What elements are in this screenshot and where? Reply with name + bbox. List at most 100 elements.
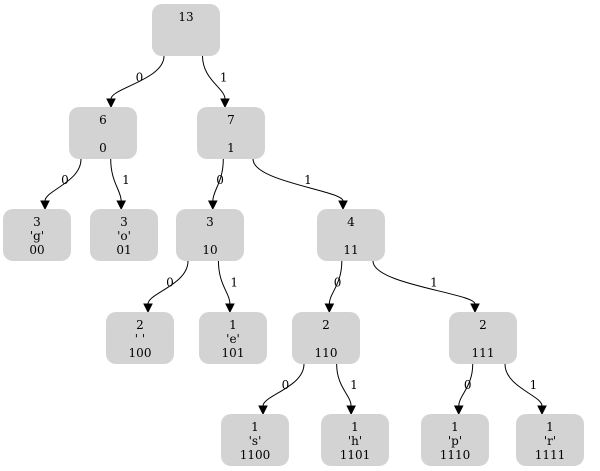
node-weight: 1 bbox=[451, 420, 459, 434]
node-box bbox=[152, 4, 220, 56]
edge-line bbox=[336, 363, 352, 407]
node-box bbox=[449, 312, 517, 364]
node-box bbox=[516, 414, 584, 466]
edge-line bbox=[147, 260, 189, 305]
node-box bbox=[69, 107, 137, 159]
node-char: 'g' bbox=[30, 229, 44, 243]
node-n1100: 1's'1100 bbox=[221, 414, 289, 466]
node-weight: 1 bbox=[229, 318, 237, 332]
node-weight: 6 bbox=[99, 113, 107, 127]
edge-line bbox=[217, 260, 231, 305]
edge-line bbox=[504, 363, 543, 407]
arrowhead-icon bbox=[470, 303, 480, 314]
edge-n10-n100: 0 bbox=[143, 260, 189, 314]
edge-n110-n1100: 0 bbox=[258, 363, 305, 416]
arrowhead-icon bbox=[116, 200, 127, 211]
node-char: 'o' bbox=[117, 229, 131, 243]
node-code: 1101 bbox=[340, 448, 371, 462]
edge-label: 1 bbox=[350, 378, 358, 392]
edge-label: 1 bbox=[430, 276, 438, 290]
edge-label: 0 bbox=[216, 173, 224, 187]
edge-label: 1 bbox=[530, 378, 538, 392]
edge-n1-n11: 1 bbox=[252, 158, 348, 211]
node-char: 'e' bbox=[226, 332, 240, 346]
node-code: 1 bbox=[227, 141, 235, 155]
node-n01: 3'o'01 bbox=[90, 209, 158, 261]
edge-line bbox=[372, 260, 476, 305]
arrowhead-icon bbox=[106, 98, 116, 109]
arrowhead-icon bbox=[338, 200, 348, 211]
node-n101: 1'e'101 bbox=[199, 312, 267, 364]
arrowhead-icon bbox=[207, 200, 218, 211]
node-weight: 3 bbox=[206, 215, 214, 229]
edge-line bbox=[212, 158, 224, 202]
node-n0: 60 bbox=[69, 107, 137, 159]
node-code: 1110 bbox=[440, 448, 471, 462]
node-n100: 2' '100 bbox=[106, 312, 174, 364]
arrowhead-icon bbox=[225, 303, 235, 314]
node-weight: 2 bbox=[479, 318, 487, 332]
node-code: 11 bbox=[343, 243, 358, 257]
edge-n0-n01: 1 bbox=[110, 158, 130, 211]
edge-label: 1 bbox=[304, 173, 312, 187]
node-code: 101 bbox=[222, 346, 245, 360]
node-box bbox=[321, 414, 389, 466]
arrowhead-icon bbox=[220, 98, 230, 109]
node-n110: 2 110 bbox=[292, 312, 360, 364]
edge-label: 0 bbox=[334, 276, 342, 290]
node-n1: 71 bbox=[197, 107, 265, 159]
node-weight: 3 bbox=[33, 215, 41, 229]
edge-n11-n111: 1 bbox=[372, 260, 480, 314]
node-n1110: 1'p'1110 bbox=[421, 414, 489, 466]
node-weight: 1 bbox=[546, 420, 554, 434]
node-n10: 310 bbox=[176, 209, 244, 261]
edge-line bbox=[328, 260, 343, 305]
edge-line bbox=[110, 55, 165, 100]
node-code: 1111 bbox=[535, 448, 566, 462]
node-code: 110 bbox=[315, 346, 338, 360]
edge-label: 1 bbox=[220, 71, 228, 85]
edge-line bbox=[458, 363, 474, 407]
node-char: 'r' bbox=[544, 434, 556, 448]
node-weight: 2 bbox=[322, 318, 330, 332]
node-box bbox=[317, 209, 385, 261]
edge-label: 0 bbox=[166, 276, 174, 290]
node-code: 100 bbox=[129, 346, 152, 360]
node-box bbox=[199, 312, 267, 364]
node-code: 01 bbox=[116, 243, 131, 257]
node-n00: 3'g'00 bbox=[3, 209, 71, 261]
node-weight: 2 bbox=[136, 318, 144, 332]
edge-line bbox=[252, 158, 344, 202]
node-box bbox=[421, 414, 489, 466]
edge-root-n1: 1 bbox=[202, 55, 230, 109]
edge-line bbox=[262, 363, 305, 407]
edge-label: 0 bbox=[61, 173, 69, 187]
node-weight: 7 bbox=[227, 113, 235, 127]
node-box bbox=[197, 107, 265, 159]
node-n11: 4 11 bbox=[317, 209, 385, 261]
edge-label: 1 bbox=[230, 276, 238, 290]
node-code: 1100 bbox=[240, 448, 271, 462]
node-weight: 1 bbox=[351, 420, 359, 434]
node-char: 'p' bbox=[448, 434, 462, 448]
edge-label: 0 bbox=[136, 71, 144, 85]
node-box bbox=[292, 312, 360, 364]
edge-n1-n10: 0 bbox=[207, 158, 224, 211]
edge-label: 0 bbox=[282, 378, 290, 392]
node-weight: 4 bbox=[347, 215, 355, 229]
arrowhead-icon bbox=[324, 303, 335, 314]
edge-n111-n1110: 0 bbox=[453, 363, 474, 416]
node-code: 0 bbox=[99, 141, 107, 155]
node-n1101: 1'h'1101 bbox=[321, 414, 389, 466]
edge-label: 0 bbox=[464, 378, 472, 392]
edge-line bbox=[110, 158, 122, 202]
node-char: 's' bbox=[249, 434, 262, 448]
node-code: 00 bbox=[29, 243, 44, 257]
node-weight: 3 bbox=[120, 215, 128, 229]
arrowhead-icon bbox=[258, 405, 268, 416]
node-weight: 1 bbox=[251, 420, 259, 434]
